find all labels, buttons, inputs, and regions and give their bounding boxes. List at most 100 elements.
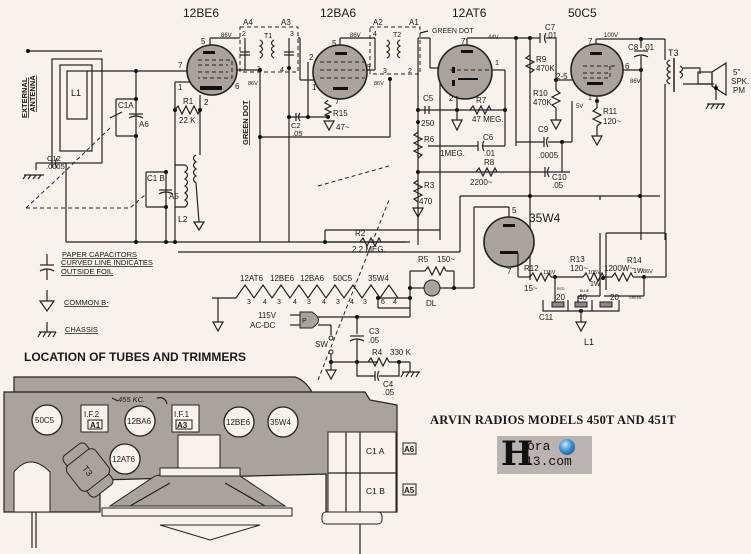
svg-text:7: 7	[335, 97, 340, 106]
svg-text:1W: 1W	[590, 281, 601, 288]
chassis-layout: LOCATION OF TUBES AND TRIMMERS C1 A C1 B…	[3, 350, 417, 554]
svg-text:7: 7	[461, 37, 466, 46]
t2-label: T2	[393, 32, 401, 39]
legend-common: COMMON B-	[64, 298, 109, 307]
c9-value: .0005	[538, 151, 559, 160]
c6-label: C6	[483, 133, 494, 142]
svg-text:115V: 115V	[543, 270, 556, 276]
r13-value: 120~	[570, 264, 588, 273]
svg-text:1: 1	[178, 83, 183, 92]
c4-value: .05	[383, 388, 395, 397]
svg-text:3: 3	[383, 68, 387, 75]
r14-value: 1200W~	[604, 264, 634, 273]
svg-text:T3: T3	[668, 48, 679, 58]
svg-text:40: 40	[578, 293, 587, 302]
svg-text:A4: A4	[243, 18, 253, 27]
r4-value: 330 K	[390, 348, 412, 357]
location-tube-35w4: 35W4	[270, 418, 291, 427]
r5-label: R5	[418, 255, 429, 264]
svg-text:3: 3	[277, 299, 281, 306]
output-transformer-t3: T3	[664, 39, 714, 240]
r14-label: R14	[627, 256, 642, 265]
trimmer-a3: A3	[177, 421, 188, 430]
if-frequency: 455 KC.	[118, 395, 145, 404]
svg-text:6: 6	[235, 82, 240, 91]
tube-label: 50C5	[568, 6, 597, 20]
r2-value: 2.2 MEG.	[352, 245, 386, 254]
svg-text:A2: A2	[373, 18, 383, 27]
location-tube-12be6: 12BE6	[226, 418, 251, 427]
svg-text:GREEN: GREEN	[629, 296, 642, 300]
svg-text:3: 3	[363, 299, 367, 306]
r12-label: R12	[524, 264, 539, 273]
svg-text:C1 B: C1 B	[366, 486, 385, 496]
r6-label: R6	[424, 135, 435, 144]
r10-label: R10	[533, 89, 548, 98]
svg-text:ANTENNA: ANTENNA	[28, 75, 37, 112]
tube-12ba6: 12BA6 5 2 1 6 7 86V	[309, 6, 371, 106]
svg-text:L1: L1	[584, 337, 594, 347]
power-plug-icon: P	[290, 311, 319, 329]
r13-label: R13	[570, 255, 585, 264]
svg-text:3: 3	[336, 299, 340, 306]
r3-value: 470	[419, 197, 433, 206]
c3-label: C3	[369, 327, 380, 336]
svg-text:105V: 105V	[588, 270, 601, 276]
svg-text:4: 4	[322, 299, 326, 306]
svg-text:3: 3	[290, 31, 294, 38]
svg-text:3: 3	[307, 299, 311, 306]
trimmer-a1: A1	[90, 421, 101, 430]
r3-label: R3	[424, 181, 435, 190]
location-tube-12at6: 12AT6	[112, 455, 136, 464]
trimmer-a6: A6	[404, 445, 415, 454]
svg-text:C11: C11	[539, 313, 554, 322]
svg-text:C1 A: C1 A	[366, 446, 385, 456]
svg-text:1: 1	[588, 95, 592, 102]
svg-text:86V: 86V	[630, 79, 641, 85]
tube-label: 35W4	[529, 211, 561, 225]
location-tube-12ba6: 12BA6	[127, 417, 152, 426]
r7-value: 47 MEG.	[472, 115, 504, 124]
globe-icon	[559, 439, 575, 455]
legend-paper-caps: PAPER CAPACITORS	[62, 250, 137, 259]
r1-value: 22 K	[179, 116, 196, 125]
dial-lamp-label: DL	[426, 299, 437, 308]
tube-12at6: 12AT6 7 1 2 44V	[437, 6, 499, 103]
legend: PAPER CAPACITORS CURVED LINE INDICATES O…	[37, 250, 153, 338]
watermark-logo: H ora 13.com	[497, 434, 592, 474]
r8-value: 2200~	[470, 178, 493, 187]
r9-label: R9	[536, 55, 547, 64]
svg-text:4: 4	[393, 299, 397, 306]
tube-label: 12BA6	[320, 6, 356, 20]
svg-text:86V: 86V	[643, 269, 653, 275]
filter-capacitor-c11: 20 40 20 RED BLUE GREEN C11 L1	[539, 233, 645, 347]
r11-value: 120~	[603, 117, 621, 126]
svg-text:100V: 100V	[604, 33, 618, 39]
r6-value: 1MEG.	[440, 149, 465, 158]
document-title: ARVIN RADIOS MODELS 450T AND 451T	[430, 413, 676, 427]
l2-label: L2	[178, 214, 188, 224]
svg-text:2: 2	[449, 94, 454, 103]
svg-text:1: 1	[495, 60, 499, 67]
svg-text:RED: RED	[557, 287, 565, 291]
a5-label: A5	[169, 192, 179, 201]
svg-text:4: 4	[350, 299, 354, 306]
svg-text:7: 7	[588, 37, 593, 46]
antenna-label: EXTERNAL ANTENNA	[20, 75, 37, 118]
svg-text:5V: 5V	[576, 104, 583, 110]
l1-label: L1	[71, 88, 81, 98]
svg-text:2: 2	[242, 31, 246, 38]
svg-text:7: 7	[507, 267, 512, 276]
if1-label: I.F.1	[174, 410, 190, 419]
r15-label: R15	[333, 109, 348, 118]
svg-text:6: 6	[366, 63, 371, 72]
c8-value: .01	[643, 43, 655, 52]
c8-label: C8	[628, 43, 639, 52]
r2-label: R2	[355, 229, 366, 238]
svg-text:A1: A1	[409, 18, 419, 27]
c3-value: .05	[368, 336, 380, 345]
switch-label: SW	[315, 340, 328, 349]
tube-35w4: 35W4 5 7	[483, 206, 561, 276]
svg-text:86V: 86V	[221, 33, 232, 39]
svg-text:1: 1	[312, 83, 317, 92]
